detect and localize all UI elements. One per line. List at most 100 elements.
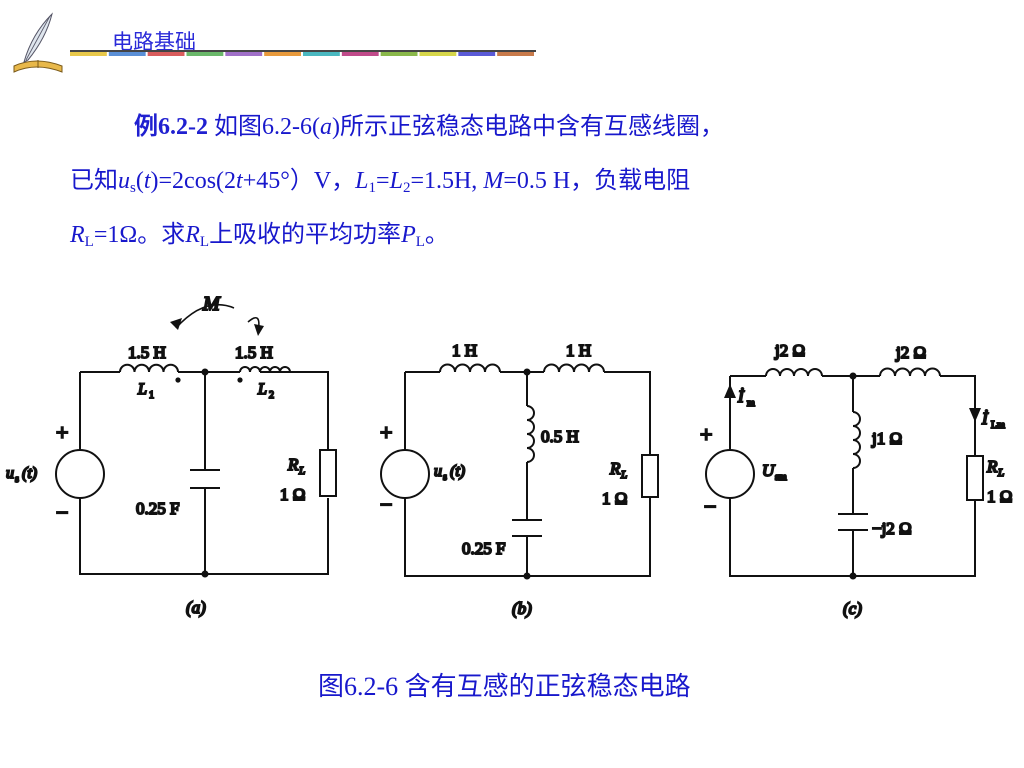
c-RL-name: R <box>986 457 998 476</box>
PL-symbol: P <box>401 222 416 248</box>
RL-sub-2: L <box>199 234 210 250</box>
source-a <box>55 449 105 499</box>
a-R-value: 1 Ω <box>280 485 305 504</box>
inductor-b2 <box>543 363 605 373</box>
period: 。 <box>424 222 449 248</box>
header-bar-segment <box>70 52 107 56</box>
c-label: (c) <box>843 599 862 618</box>
header-bar-line <box>70 50 536 52</box>
t-symbol: t <box>143 168 151 194</box>
inductor-b1 <box>439 363 501 373</box>
c-plus: + <box>700 422 712 447</box>
a-RL-sub: L <box>298 465 305 477</box>
source-b <box>380 449 430 499</box>
header-bar-segment <box>225 52 263 56</box>
capacitor-b <box>512 519 542 537</box>
a-label: (a) <box>186 598 206 617</box>
c-ILm-sub: Lm <box>991 420 1005 431</box>
figure-caption: 图6.2-6 含有互感的正弦稳态电路 <box>318 672 691 701</box>
line1-c: )所示正弦稳态电路中含有互感线圈， <box>331 114 724 140</box>
header-bar-segment <box>380 52 418 56</box>
inductor-c2 <box>879 367 941 377</box>
header-bar-segment <box>303 52 340 56</box>
source-c <box>705 449 755 499</box>
c-source-name: U <box>762 461 776 480</box>
a-source-name: u <box>6 465 14 482</box>
problem-statement: 例6.2-2 如图6.2-6(a)所示正弦稳态电路中含有互感线圈， 已知us(t… <box>70 100 990 262</box>
circuit-a <box>55 304 337 578</box>
circuit-b <box>380 363 659 580</box>
b-source-arg: (t) <box>450 463 465 480</box>
header-bar-segment <box>341 52 379 56</box>
header-bar-segment <box>419 52 457 56</box>
phase-expr: +45°）V， <box>242 168 356 194</box>
a-source-sub: s <box>15 474 19 485</box>
a-minus: − <box>56 500 68 525</box>
c-R-value: 1 Ω <box>987 487 1012 506</box>
L1-symbol: L <box>355 168 369 194</box>
PL-sub: L <box>415 234 425 250</box>
b-minus: − <box>380 492 392 517</box>
a-L2-name: L <box>257 381 267 398</box>
c-ILm-symbol: İ <box>981 409 989 428</box>
header-bar-segment <box>147 52 185 56</box>
c-Im-symbol: İ <box>737 387 745 406</box>
RL-value: =1Ω。求 <box>93 222 186 248</box>
a-L1-name: L <box>137 381 147 398</box>
resistor-c <box>966 455 984 501</box>
c-Z2: j2 Ω <box>895 343 926 362</box>
b-cap-value: 0.25 F <box>462 539 505 558</box>
c-Z1: j2 Ω <box>774 341 805 360</box>
header-color-bar <box>70 50 536 56</box>
a-RL-name: R <box>287 455 299 474</box>
c-RL-sub: L <box>997 467 1004 479</box>
a-plus: + <box>56 420 68 445</box>
inductor-L1 <box>119 363 179 373</box>
inductor-c1 <box>765 368 823 377</box>
c-source-sub: sm <box>775 472 787 483</box>
M-symbol: M <box>483 168 504 194</box>
inductor-c-mutual <box>852 411 861 469</box>
a-L2-sub: 2 <box>269 390 274 401</box>
resistor-a <box>319 449 337 497</box>
a-M-label: M <box>202 293 221 315</box>
header-bar-segment <box>458 52 496 56</box>
header-bar-segment <box>264 52 301 56</box>
RL-symbol: R <box>70 222 85 248</box>
b-RL-sub: L <box>620 469 627 481</box>
header-bar-segment <box>497 52 534 56</box>
b-L2-value: 1 H <box>566 341 591 360</box>
line1-a-fig: a <box>319 114 332 140</box>
a-source-arg: (t) <box>22 465 37 482</box>
c-Zc: −j2 Ω <box>872 519 912 538</box>
L2-sub: 2 <box>402 180 411 196</box>
header-bar-segment <box>186 52 224 56</box>
b-source-name: u <box>434 463 442 480</box>
eq: = <box>376 168 390 194</box>
RL-symbol-2: R <box>185 222 200 248</box>
b-source-sub: s <box>443 472 447 483</box>
resistor-b <box>641 454 659 498</box>
L2-symbol: L <box>389 168 403 194</box>
paren: ( <box>135 168 144 194</box>
capacitor-a <box>190 469 220 489</box>
b-L1-value: 1 H <box>452 341 477 360</box>
question-text: 上吸收的平均功率 <box>209 222 402 248</box>
L1-sub: 1 <box>368 180 377 196</box>
b-label: (b) <box>512 599 532 618</box>
us-sub: s <box>130 180 136 196</box>
b-plus: + <box>380 420 392 445</box>
b-R-value: 1 Ω <box>602 489 627 508</box>
c-Zm: j1 Ω <box>871 429 902 448</box>
quill-book-logo <box>13 12 63 73</box>
problem-label: 例6.2-2 <box>134 114 208 140</box>
inductor-b-mutual <box>526 405 535 463</box>
c-minus: − <box>704 494 716 519</box>
a-L2-value: 1.5 H <box>235 343 273 362</box>
cos-expr: )=2cos(2 <box>150 168 237 194</box>
M-value: =0.5 H，负载电阻 <box>503 168 691 194</box>
b-Lm-value: 0.5 H <box>541 427 579 446</box>
line1-a: 如图6.2-6( <box>214 114 320 140</box>
b-RL-name: R <box>609 459 621 478</box>
